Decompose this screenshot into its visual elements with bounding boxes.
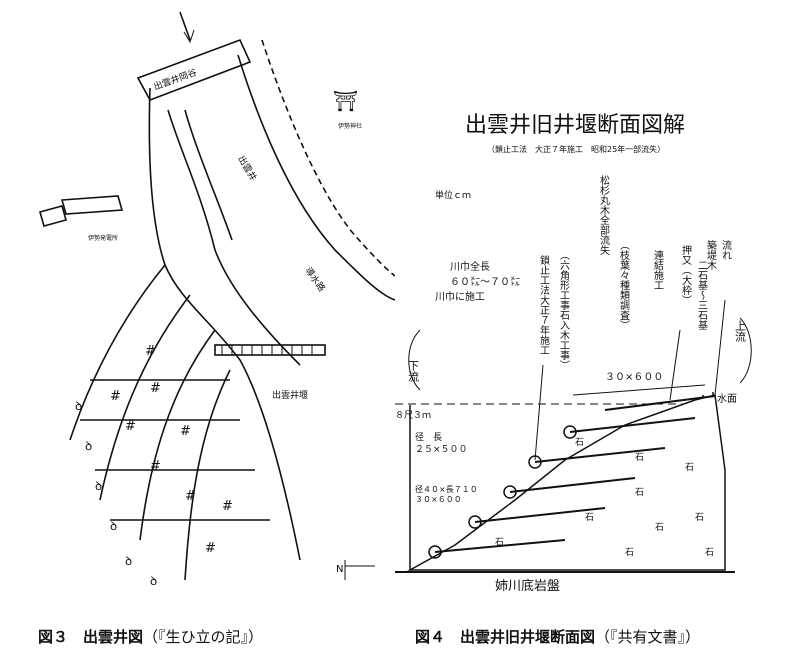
weir-stone-mound: [407, 394, 726, 571]
power-station-label: 伊勢発電所: [88, 234, 118, 242]
caption-number: 図３: [38, 628, 69, 646]
svg-text:#: #: [145, 344, 156, 359]
vertical-note: 連結施工: [652, 249, 664, 290]
caption-number: 図４: [415, 628, 446, 646]
vertical-note: 二石基〜三石基: [696, 260, 708, 330]
svg-text:#: #: [110, 389, 121, 404]
vertical-note: 鎖止工法大正７年施工: [538, 254, 550, 355]
figure-4-caption: 図４ 出雲井旧井堰断面図（『共有文書』）: [415, 626, 700, 647]
svg-text:石: 石: [495, 538, 504, 548]
flow-arrow: [179, 11, 191, 41]
power-station-shape: [39, 205, 67, 227]
stone-labels: 石 石 石 石 石 石 石 石 石 石: [495, 438, 714, 558]
weir-bottom-label: 出雲井堰: [272, 389, 308, 401]
terrace-line: [139, 329, 216, 541]
height-label: ８尺３ｍ: [395, 410, 431, 421]
upstream-label: 上流: [734, 320, 747, 342]
caption-title: 出雲井図: [83, 628, 144, 646]
shrine-label: 伊勢神社: [338, 122, 362, 130]
caption-source: （『共有文書』）: [595, 628, 701, 646]
svg-text:石: 石: [655, 523, 664, 533]
vertical-note: 松杉丸木全部流失: [598, 174, 610, 256]
span-label: ３０×６００: [605, 372, 663, 383]
left-note-1: 川巾全長: [450, 260, 490, 273]
vertical-note: （六角形工事石入木工事）: [558, 250, 570, 370]
terrace-line: [184, 369, 231, 581]
svg-text:石: 石: [625, 548, 634, 558]
water-surface-label: 水面: [717, 393, 737, 405]
svg-text:#: #: [222, 499, 233, 514]
left-note-2: ６０㍍〜７０㍍: [450, 275, 520, 288]
svg-text:石: 石: [635, 488, 644, 498]
bedrock-label: 姉川底岩盤: [495, 578, 560, 594]
svg-text:ꝺ: ꝺ: [75, 399, 82, 413]
svg-text:#: #: [185, 489, 196, 504]
svg-text:石: 石: [705, 548, 714, 558]
caption-source: （『生ひ立の記』）: [143, 628, 264, 646]
diagram-subtitle: （鎖止工法 大正７年施工 昭和25年一部流失）: [487, 144, 665, 154]
svg-text:石: 石: [695, 513, 704, 523]
weir-bridge: [214, 344, 326, 356]
svg-text:ꝺ: ꝺ: [85, 439, 92, 453]
caption-title: 出雲井旧井堰断面図: [460, 628, 596, 646]
channel-label: 導水路: [303, 265, 328, 294]
svg-text:ꝺ: ꝺ: [125, 554, 132, 568]
vertical-notes: 鎖止工法大正７年施工 （六角形工事石入木工事） 松杉丸木全部流失 （枝葉々種類調…: [538, 174, 732, 370]
dims2-a: 径４０×長７１０: [415, 484, 478, 494]
terrace-line: [99, 294, 191, 501]
torii-icon: ⛩: [333, 89, 358, 113]
north-label: N: [336, 564, 343, 575]
vertical-note: 押又（大枠）: [680, 244, 692, 305]
vertical-note: 流れ: [720, 239, 732, 260]
svg-text:ꝺ: ꝺ: [95, 479, 102, 493]
left-note-3: 川巾に施工: [435, 290, 485, 303]
vertical-note: （枝葉々種類調査）: [618, 240, 630, 330]
svg-text:ꝺ: ꝺ: [150, 574, 157, 588]
svg-text:#: #: [125, 419, 136, 434]
headrace-box: [136, 38, 252, 101]
vegetation-marks: ꝺ ꝺ ꝺ ꝺ ꝺ ꝺ: [75, 399, 157, 588]
dims1-a: 径 長: [415, 431, 442, 443]
diagram-title: 出雲井旧井堰断面図解: [465, 113, 685, 138]
dims1-b: ２５×５００: [415, 445, 468, 455]
river-right-label: 出雲井: [235, 154, 259, 183]
downstream-label: 下流: [407, 360, 420, 382]
figure-3-caption: 図３ 出雲井図（『生ひ立の記』）: [38, 626, 263, 647]
paddy-field-marks: # # # # # # # # #: [110, 344, 233, 556]
svg-text:石: 石: [575, 438, 584, 448]
svg-text:#: #: [150, 459, 161, 474]
unit-label: 単位ｃｍ: [435, 189, 471, 201]
figure-4-cross-section: 出雲井旧井堰断面図解 （鎖止工法 大正７年施工 昭和25年一部流失） 単位ｃｍ …: [395, 113, 752, 594]
svg-text:石: 石: [585, 513, 594, 523]
inner-flow-line: [167, 109, 301, 366]
inner-flow-line-2: [184, 109, 233, 241]
channel-dashed-line: [261, 39, 395, 277]
dims2-b: ３０×６００: [415, 495, 462, 504]
intake-pipe: [60, 195, 124, 215]
vertical-note: 築堤木: [705, 239, 717, 271]
terrace-line: [69, 264, 166, 441]
span-dimension-line: [572, 384, 706, 396]
log-beams: [434, 395, 716, 553]
svg-text:#: #: [150, 381, 161, 396]
svg-text:#: #: [180, 424, 191, 439]
svg-text:石: 石: [685, 463, 694, 473]
svg-text:ꝺ: ꝺ: [110, 519, 117, 533]
svg-text:#: #: [205, 541, 216, 556]
river-bank-right: [237, 54, 395, 301]
figure-3-map: ⛩ ### ### ### ꝺꝺꝺ ꝺꝺꝺ 出雲井岡谷 出雲井 導水路 出雲井堰…: [39, 11, 395, 588]
log-ends: [428, 425, 577, 559]
river-bank-left: [148, 87, 301, 561]
svg-text:石: 石: [635, 453, 644, 463]
